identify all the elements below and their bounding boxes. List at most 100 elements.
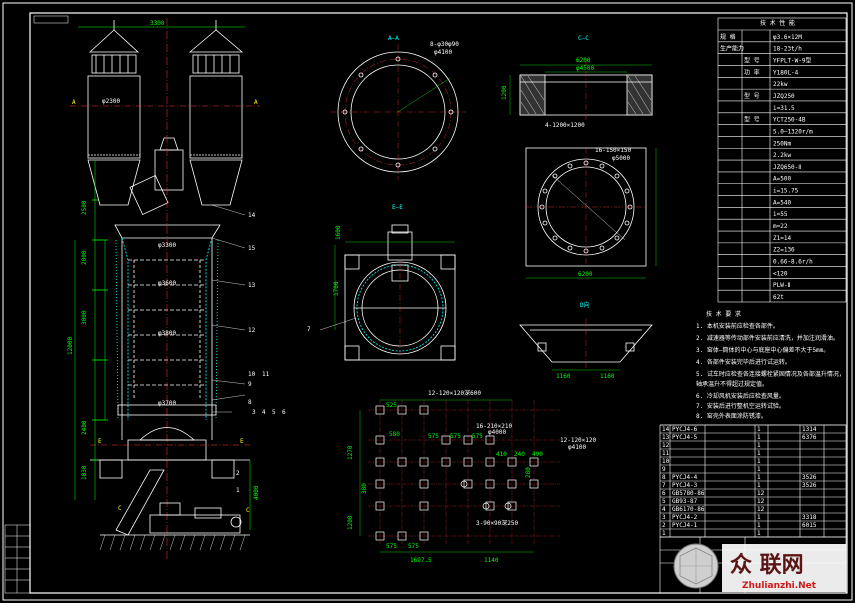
spec-cell: 规 格	[720, 33, 736, 41]
d-view	[519, 318, 653, 371]
watermark-text: 众 联网	[730, 552, 804, 578]
aa-dia-label: φ4100	[434, 49, 452, 56]
f-1140-label: 1140	[484, 557, 499, 564]
spec-cell: i=55	[773, 211, 788, 218]
note-line-9: 8. 窑壳外表面涂防锈漆。	[696, 412, 767, 420]
parts-cell: GB5780-86	[672, 490, 705, 497]
spec-cell: m=22	[773, 223, 788, 230]
part-number-2: 2	[236, 470, 240, 477]
parts-cell: PYCJ4-1	[672, 522, 698, 529]
ee-width-label: 1600	[335, 225, 342, 240]
left-chimney-vent	[91, 54, 137, 74]
parts-cell: 5	[662, 498, 666, 505]
spec-cell: YFPLT-W-9型	[773, 56, 812, 64]
parts-cell: PYCJ4-6	[672, 426, 698, 433]
parts-cell: 3526	[802, 474, 817, 481]
parts-cell: PYCJ4-4	[672, 474, 698, 481]
plate-6200-label: 6200	[578, 271, 593, 278]
right-cone	[189, 159, 243, 206]
f-d-575a-label: 575	[428, 433, 439, 440]
f-1697-label: 1697.5	[410, 557, 432, 564]
spec-cell: 18-23t/h	[773, 46, 802, 53]
spec-cell: 2.2kw	[773, 152, 791, 159]
parts-cell: 1314	[802, 426, 817, 433]
spec-cell: 5.0—1320r/m	[773, 128, 813, 135]
parts-cell: 6376	[802, 434, 817, 441]
parts-cell: 4	[662, 506, 666, 513]
foundation-plan-labels: 12-120×120深600 16-210×210 φ4000 12-120×1…	[347, 389, 597, 564]
spec-cell: <120	[773, 270, 788, 277]
spec-cell: YCT250-4B	[773, 117, 806, 124]
spec-cell: i=15.75	[773, 188, 799, 195]
part-number-4: 4	[262, 409, 266, 416]
parts-cell: 12	[757, 498, 765, 505]
section-ee-title: E—E	[392, 204, 403, 211]
spec-cell: A=540	[773, 199, 791, 206]
dim-dia-3800: φ3800	[158, 330, 176, 337]
cc-plate-label: 4-1200×1200	[545, 122, 585, 129]
right-chimney-cap	[188, 29, 244, 53]
parts-cell: 1	[757, 442, 761, 449]
parts-cell: 12	[662, 442, 670, 449]
note-line-8: 7. 安装后进行整机空运转试验。	[696, 402, 785, 410]
f-d-410-label: 410	[496, 451, 507, 458]
spec-cell: 0.66-8.6r/h	[773, 259, 813, 266]
cc-1200-label: 1200	[501, 85, 508, 100]
f-d-490-label: 490	[532, 451, 543, 458]
part-number-7: 7	[307, 326, 311, 333]
ee-height-label: 1700	[333, 281, 340, 296]
spec-table-header: 技 术 性 能	[760, 19, 795, 27]
base-plate-plan-view	[525, 147, 657, 279]
left-cone	[87, 159, 141, 206]
part-number-6: 6	[282, 409, 286, 416]
parts-cell: 1	[757, 466, 761, 473]
inner-frame	[29, 12, 848, 594]
d-view-trough	[519, 324, 653, 363]
parts-cell: 7	[662, 482, 666, 489]
part-number-12: 12	[248, 327, 256, 334]
f-dia-4100-label: φ4100	[568, 444, 586, 451]
f-dia-4000-label: φ4000	[488, 429, 506, 436]
f-d-525-label: 525	[386, 402, 397, 409]
view-mark-c-left: C	[118, 505, 122, 512]
f-d-580-label: 580	[389, 431, 400, 438]
parts-cell: 3526	[802, 482, 817, 489]
part-number-15: 15	[248, 245, 256, 252]
parts-cell: 8	[662, 474, 666, 481]
view-mark-a-right: A	[254, 99, 258, 106]
note-line-2: 2. 减速器等传动部件安装前应清洗，并加注润滑油。	[696, 334, 839, 342]
note-line-4: 4. 各部件安装完毕后进行试运转。	[696, 358, 791, 366]
f-holes-d-label: 3-90×90深250	[476, 519, 519, 527]
foundation-plan-view	[359, 399, 560, 553]
spec-cell: JZQ650-Ⅱ	[773, 164, 801, 171]
parts-cell: PYCJ4-3	[672, 482, 698, 489]
f-holes-c-label: 12-120×120	[560, 437, 597, 444]
elevation-dimension-labels: 3300 φ2300 φ3300 φ3600 φ3800 φ3700 2500 …	[67, 20, 260, 514]
cc-4500-label: φ4500	[576, 65, 594, 72]
part-number-labels: 1 2 3 4 5 6 7 8 9 10 11 12 13 14 15	[236, 212, 311, 494]
part-number-14: 14	[248, 212, 256, 219]
spec-cell: PLW-Ⅱ	[773, 282, 790, 289]
parts-cell: 11	[662, 450, 670, 457]
note-line-5: 5. 试车时应检查各连接螺栓紧固情况及各部温升情况，	[696, 370, 845, 378]
view-mark-a-left: A	[72, 99, 76, 106]
part-number-1: 1	[236, 487, 240, 494]
dim-h-3000: 3000	[81, 310, 88, 325]
f-d-575c-label: 575	[472, 433, 483, 440]
f-d-575d-label: 575	[386, 543, 397, 550]
spec-cell: 250Nm	[773, 140, 791, 147]
dim-dia-3700: φ3700	[158, 400, 176, 407]
spec-cell: 22kw	[773, 81, 788, 88]
technical-notes: 技 术 要 求 1. 本机安装前应检查各部件。 2. 减速器等传动部件安装前应清…	[696, 310, 845, 420]
note-line-3: 3. 窑体—筒体的中心与底座中心偏差不大于5mm。	[696, 346, 829, 354]
f-holes-a-label: 12-120×120深600	[428, 389, 481, 397]
dim-h-12000: 12000	[67, 337, 74, 355]
parts-cell: 10	[662, 458, 670, 465]
part-number-13: 13	[248, 282, 256, 289]
section-ee-view	[319, 224, 456, 361]
ee-outer-frame	[344, 254, 456, 361]
